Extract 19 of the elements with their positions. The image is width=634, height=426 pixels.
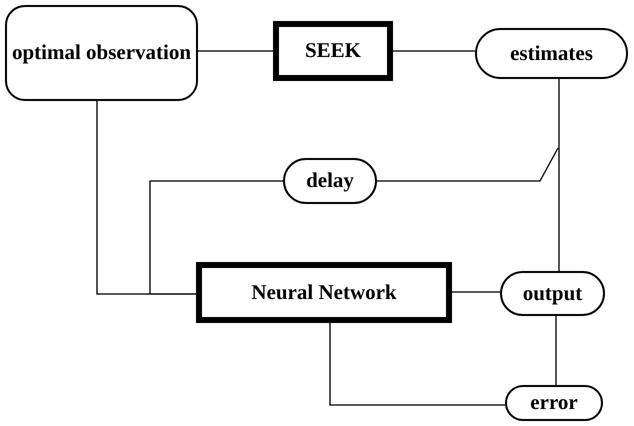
connector-line <box>555 316 557 385</box>
node-label: error <box>530 390 578 416</box>
process-box <box>273 21 393 81</box>
node-label: SEEK <box>304 38 362 64</box>
connector-line <box>96 101 196 295</box>
connector-line <box>393 50 475 52</box>
node-label: optimal observation <box>12 40 192 66</box>
process-box <box>196 262 452 323</box>
node-label: output <box>522 280 582 306</box>
connector-line <box>452 291 500 293</box>
node-label: delay <box>306 168 354 194</box>
node-label: Neural Network <box>251 280 397 306</box>
node-label: estimates <box>510 40 593 66</box>
rounded-box <box>5 5 198 101</box>
connector-line <box>149 180 283 295</box>
connector-line <box>329 323 505 406</box>
connector-line <box>377 148 559 182</box>
connector-line <box>198 50 273 52</box>
connector-line <box>558 79 560 271</box>
